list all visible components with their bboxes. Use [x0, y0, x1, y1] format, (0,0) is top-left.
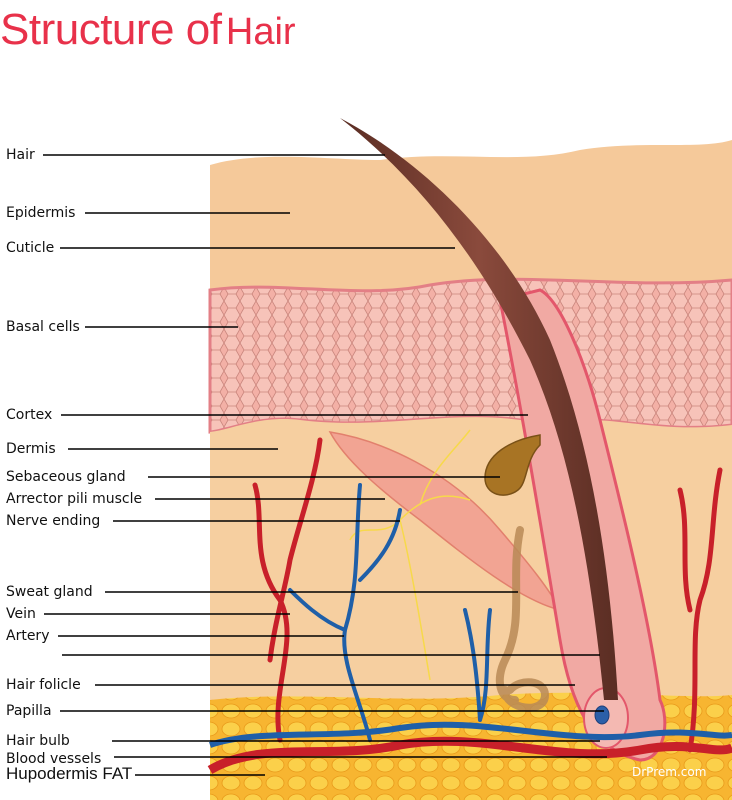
- label-sebaceous-gland: Sebaceous gland: [6, 469, 126, 485]
- label-hair-folicle: Hair folicle: [6, 677, 81, 693]
- label-vein: Vein: [6, 606, 36, 622]
- sweat-gland-shape: [495, 526, 550, 712]
- label-cuticle: Cuticle: [6, 240, 55, 256]
- label-nerve-ending: Nerve ending: [6, 513, 101, 529]
- watermark: DrPrem.com: [632, 765, 707, 779]
- blood-vessel-main: [207, 736, 732, 774]
- blood-vessel-vein-main: [209, 721, 732, 748]
- label-blood-vessels: Blood vessels: [6, 751, 102, 767]
- label-hupodermis-fat: Hupodermis FAT: [6, 764, 133, 783]
- basal-cell-layer: [208, 277, 732, 434]
- leader-lines: [43, 154, 607, 776]
- label-dermis: Dermis: [6, 441, 56, 457]
- label-cortex: Cortex: [6, 407, 53, 423]
- label-papilla: Papilla: [6, 703, 52, 719]
- vein-vessels: [288, 483, 492, 742]
- hair-shaft: [340, 118, 618, 700]
- label-epidermis: Epidermis: [6, 205, 76, 221]
- epidermis-layer: [210, 140, 732, 300]
- label-hair: Hair: [6, 147, 35, 163]
- label-basal-cells: Basal cells: [6, 319, 80, 335]
- label-hair-bulb: Hair bulb: [6, 733, 70, 749]
- sebaceous-gland-shape: [484, 434, 541, 496]
- label-artery: Artery: [6, 628, 50, 644]
- title-part2: Hair: [225, 11, 296, 53]
- label-sweat-gland: Sweat gland: [6, 584, 93, 600]
- artery-vessels: [252, 437, 723, 753]
- label-arrector-pili-muscle: Arrector pili muscle: [6, 491, 143, 507]
- page-title: Structure of Hair: [0, 2, 296, 58]
- papilla-shape: [594, 705, 610, 725]
- title-part1: Structure of: [0, 5, 222, 54]
